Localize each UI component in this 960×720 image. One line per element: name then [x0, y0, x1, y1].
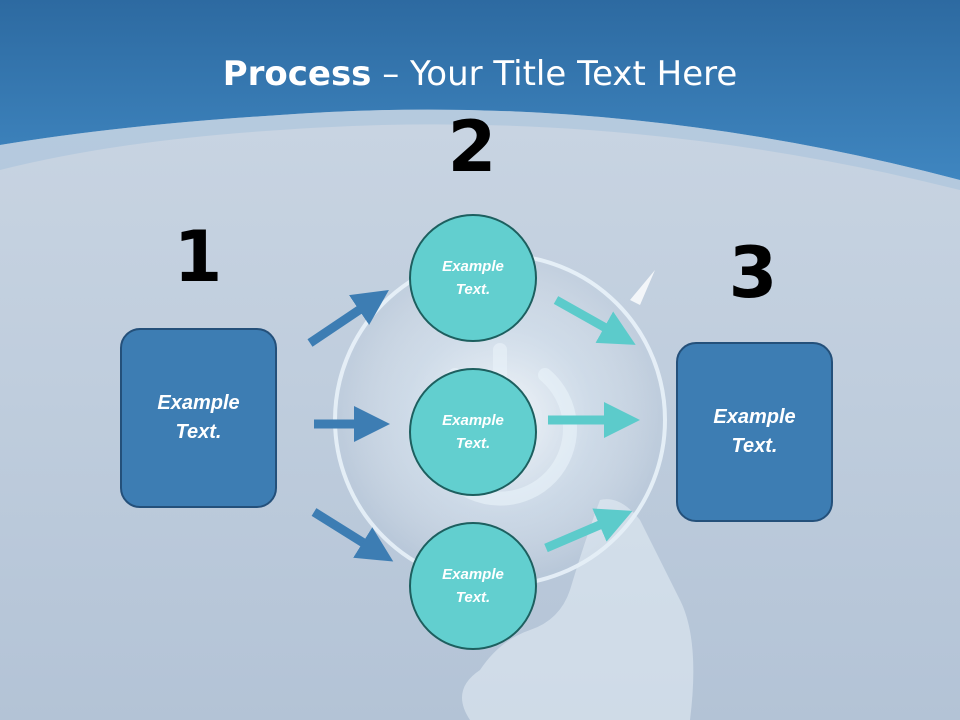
step-3-number: 3: [728, 232, 778, 314]
step-3-text: Example Text.: [713, 406, 796, 457]
circle-text: Example Text.: [442, 258, 504, 298]
arrow-left-bottom: [311, 508, 394, 562]
finger-shape: [462, 499, 694, 720]
step-2-circle-top: Example Text.: [409, 214, 537, 342]
step-1-number: 1: [173, 216, 223, 298]
arrow-right-bottom: [544, 508, 633, 553]
title-rest: – Your Title Text Here: [371, 54, 738, 94]
title-bold: Process: [222, 54, 372, 94]
step-3-box: Example Text.: [676, 342, 833, 522]
arrow-right-top: [553, 296, 636, 345]
circle-text: Example Text.: [442, 566, 504, 606]
slide-title: Process – Your Title Text Here: [0, 52, 960, 96]
step-1-box: Example Text.: [120, 328, 277, 508]
step-1-text: Example Text.: [157, 392, 240, 443]
step-2-circle-middle: Example Text.: [409, 368, 537, 496]
arrow-left-top: [307, 289, 389, 347]
step-2-number: 2: [447, 106, 497, 188]
circle-text: Example Text.: [442, 412, 504, 452]
step-2-circle-bottom: Example Text.: [409, 522, 537, 650]
